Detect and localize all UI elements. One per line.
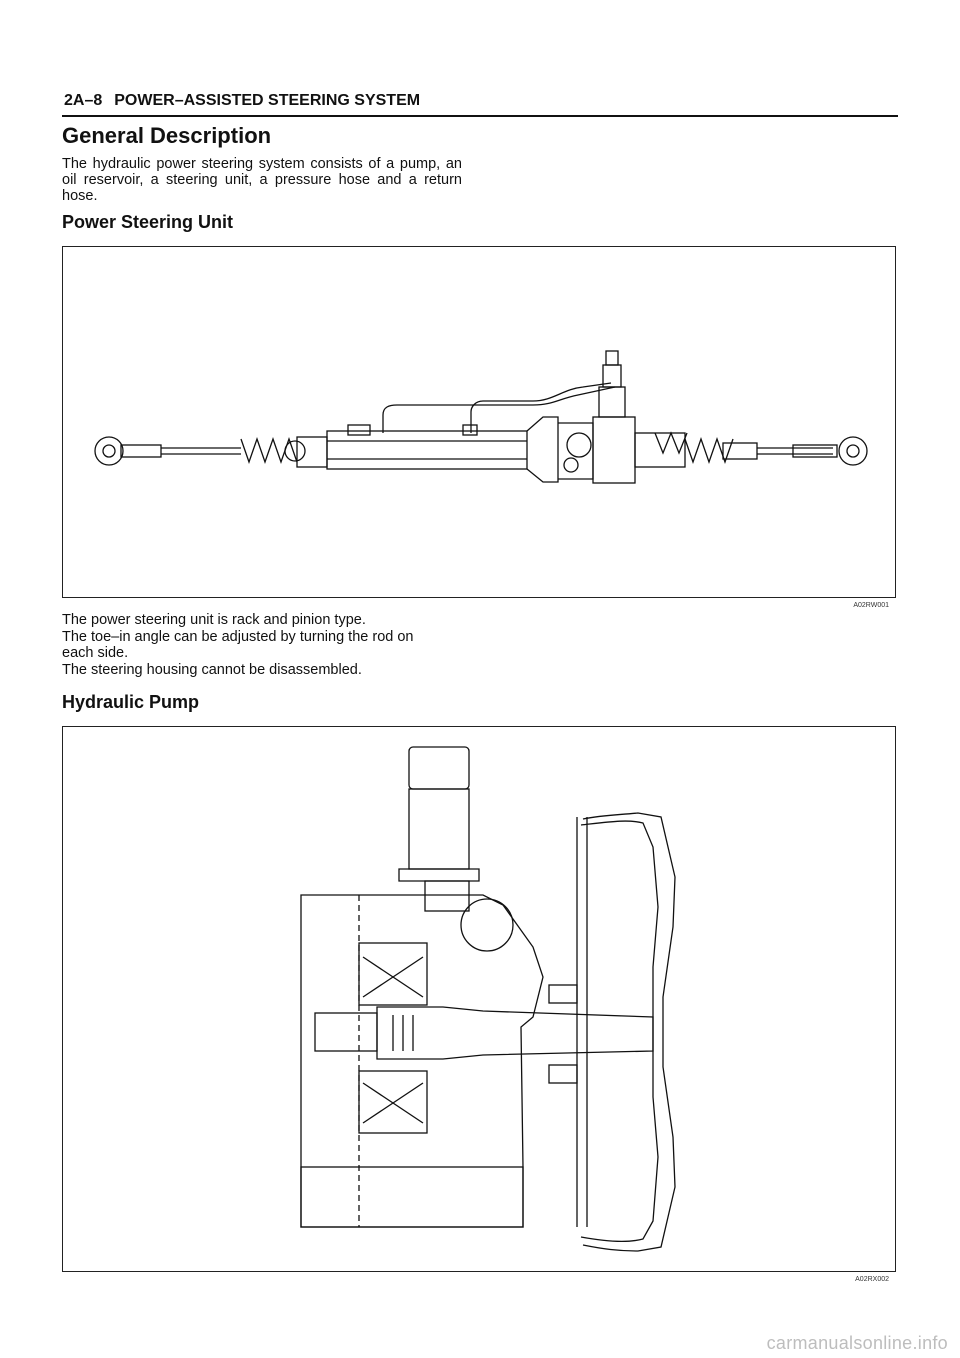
watermark: carmanualsonline.info <box>766 1333 948 1353</box>
unit-description-line: The steering housing cannot be disassemb… <box>62 661 362 678</box>
page-title: General Description <box>62 123 272 148</box>
page-header: 2A–8 POWER–ASSISTED STEERING SYSTEM <box>64 92 420 110</box>
steering-rack-illustration <box>94 350 868 484</box>
figure-power-steering-unit: A02RW001 <box>62 246 896 609</box>
intro-paragraph: The hydraulic power steering system cons… <box>62 156 462 204</box>
unit-description-line: The toe–in angle can be adjusted by turn… <box>62 628 414 645</box>
unit-description-line: The power steering unit is rack and pini… <box>62 612 366 628</box>
figure-code-2: A02RX002 <box>855 1276 889 1283</box>
section-title: POWER–ASSISTED STEERING SYSTEM <box>114 92 421 109</box>
unit-description-line: each side. <box>62 645 129 661</box>
unit-description: The power steering unit is rack and pini… <box>62 612 482 678</box>
figure-hydraulic-pump: A02RX002 <box>62 726 896 1283</box>
heading-power-steering-unit: Power Steering Unit <box>62 212 234 232</box>
heading-hydraulic-pump: Hydraulic Pump <box>62 692 200 712</box>
hydraulic-pump-illustration <box>300 746 676 1252</box>
header-divider <box>62 115 898 117</box>
page-number: 2A–8 <box>64 92 103 109</box>
figure-code-1: A02RW001 <box>853 602 889 609</box>
